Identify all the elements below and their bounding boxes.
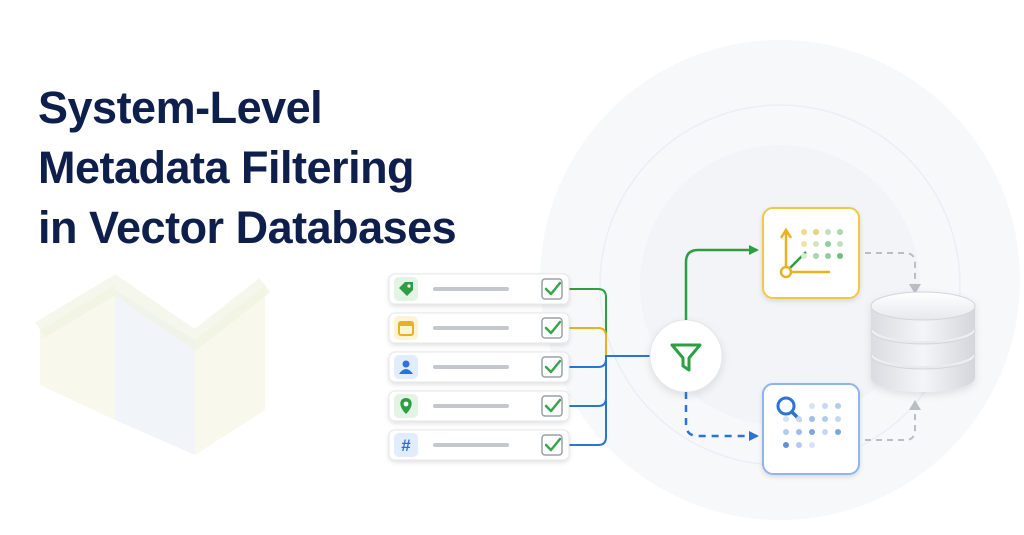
search-point (809, 429, 815, 435)
search-point (809, 416, 815, 422)
checkbox-checked-icon[interactable] (541, 278, 563, 300)
checkbox-checked-icon[interactable] (541, 317, 563, 339)
vector-point (825, 229, 831, 235)
search-point (822, 429, 828, 435)
user-icon (394, 355, 418, 379)
hash-icon: # (394, 433, 418, 457)
title-line-2: Metadata Filtering (38, 142, 415, 193)
filter-node (649, 319, 723, 393)
title-line-3: in Vector Databases (38, 202, 457, 253)
search-point (835, 429, 841, 435)
database-icon (870, 291, 976, 392)
row-connector (569, 355, 650, 446)
vector-search-card (762, 383, 860, 475)
vector-point (813, 253, 819, 259)
search-point (783, 442, 789, 448)
title-line-1: System-Level (38, 82, 323, 133)
placeholder-line (433, 326, 509, 330)
metadata-list: # (388, 273, 570, 461)
metadata-row (388, 312, 570, 344)
search-point (783, 416, 789, 422)
vector-point (837, 241, 843, 247)
placeholder-line (433, 287, 509, 291)
row-connector (569, 288, 650, 357)
metadata-row (388, 273, 570, 305)
vector-point (801, 241, 807, 247)
vector-point (837, 253, 843, 259)
vector-point (825, 241, 831, 247)
placeholder-line (433, 404, 509, 408)
search-point (822, 416, 828, 422)
chart-to-db-connector (865, 252, 916, 290)
placeholder-line (433, 365, 509, 369)
calendar-icon (394, 316, 418, 340)
search-point (796, 442, 802, 448)
checkbox-checked-icon[interactable] (541, 356, 563, 378)
filter-to-chart-connector (684, 245, 759, 320)
search-point (835, 416, 841, 422)
funnel-icon (670, 343, 702, 372)
search-point (783, 429, 789, 435)
checkbox-checked-icon[interactable] (541, 434, 563, 456)
tag-icon (394, 277, 418, 301)
search-points (783, 403, 841, 448)
metadata-row (388, 351, 570, 383)
page-title: System-Level Metadata Filtering in Vecto… (38, 78, 457, 258)
row-connectors (569, 288, 650, 446)
search-point (835, 403, 841, 409)
db-to-search-connector (865, 405, 916, 441)
placeholder-line (433, 443, 509, 447)
vector-points (801, 229, 843, 259)
row-connector (569, 327, 650, 357)
metadata-row: # (388, 429, 570, 461)
vector-chart-card (762, 207, 860, 299)
vector-point (801, 253, 807, 259)
search-point (796, 416, 802, 422)
location-pin-icon (394, 394, 418, 418)
metadata-row (388, 390, 570, 422)
hash-symbol: # (401, 436, 411, 455)
search-point (809, 442, 815, 448)
checkbox-checked-icon[interactable] (541, 395, 563, 417)
search-point (822, 403, 828, 409)
search-point (796, 429, 802, 435)
vector-point (801, 229, 807, 235)
vector-point (837, 229, 843, 235)
vector-point (813, 241, 819, 247)
search-point (809, 403, 815, 409)
vector-point (825, 253, 831, 259)
vector-point (813, 229, 819, 235)
filter-to-search-connector (684, 392, 759, 441)
